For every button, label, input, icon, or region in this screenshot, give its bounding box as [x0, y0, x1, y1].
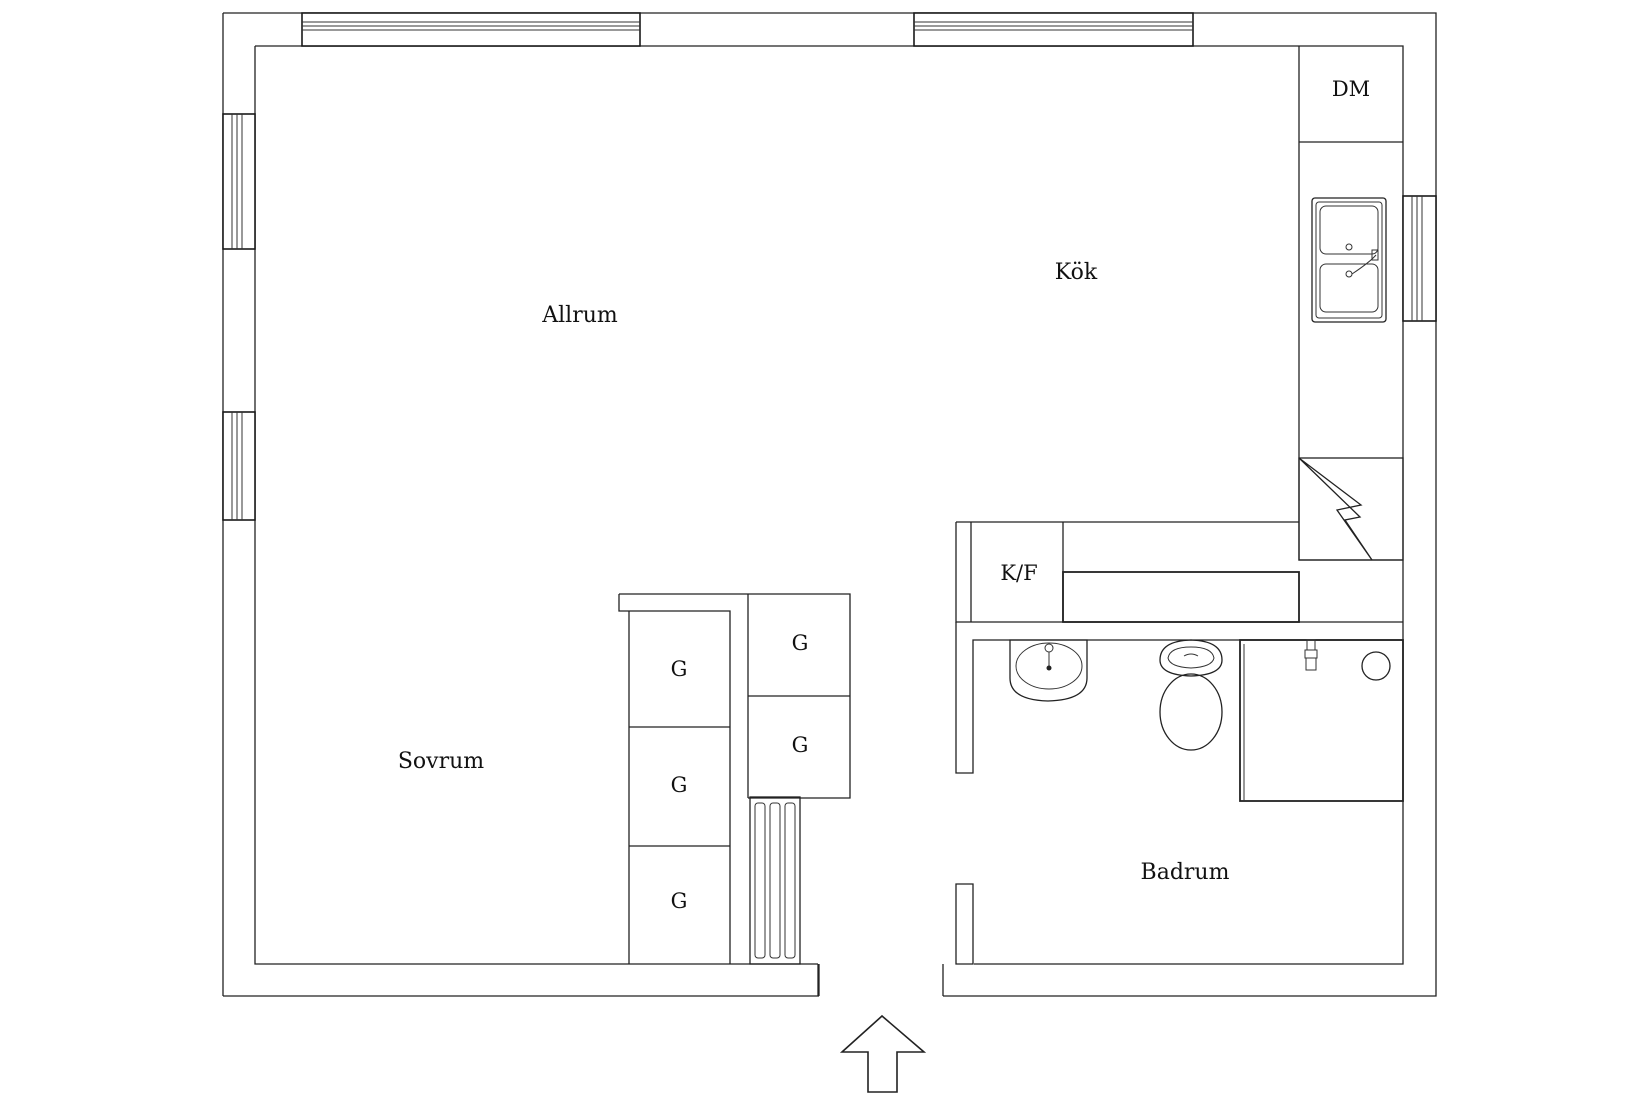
- wardrobe-label-4: G: [671, 773, 688, 797]
- wardrobe-label-3: G: [792, 733, 809, 757]
- window-right-kitchen: [1402, 195, 1437, 322]
- wardrobe-label-1: G: [671, 657, 688, 681]
- wardrobe-label-5: G: [671, 889, 688, 913]
- window-left-upper: [222, 113, 256, 250]
- window-top-right: [913, 12, 1194, 47]
- room-label-badrum: Badrum: [1141, 860, 1230, 885]
- dishwasher-label: DM: [1332, 77, 1370, 101]
- wardrobes: [618, 593, 851, 964]
- bathroom-walls: [955, 622, 1403, 965]
- windows: [222, 12, 1437, 521]
- radiator-icon: [749, 796, 801, 965]
- kitchen-counter: [955, 46, 1403, 623]
- fridge-freezer-label: K/F: [1000, 561, 1037, 585]
- window-left-lower: [222, 411, 256, 521]
- chimney-icon: [1298, 457, 1404, 561]
- toilet-icon: [1159, 639, 1223, 751]
- room-label-allrum: Allrum: [541, 303, 618, 328]
- washbasin-icon: [1009, 639, 1088, 702]
- room-label-kok: Kök: [1055, 260, 1098, 285]
- shower-icon: [1239, 639, 1404, 802]
- window-top-left: [301, 12, 641, 47]
- double-sink-icon: [1311, 197, 1387, 323]
- exterior-walls: [222, 12, 1437, 997]
- wardrobe-label-2: G: [792, 631, 809, 655]
- room-label-sovrum: Sovrum: [398, 749, 484, 774]
- entrance-arrow-icon: [839, 1014, 927, 1093]
